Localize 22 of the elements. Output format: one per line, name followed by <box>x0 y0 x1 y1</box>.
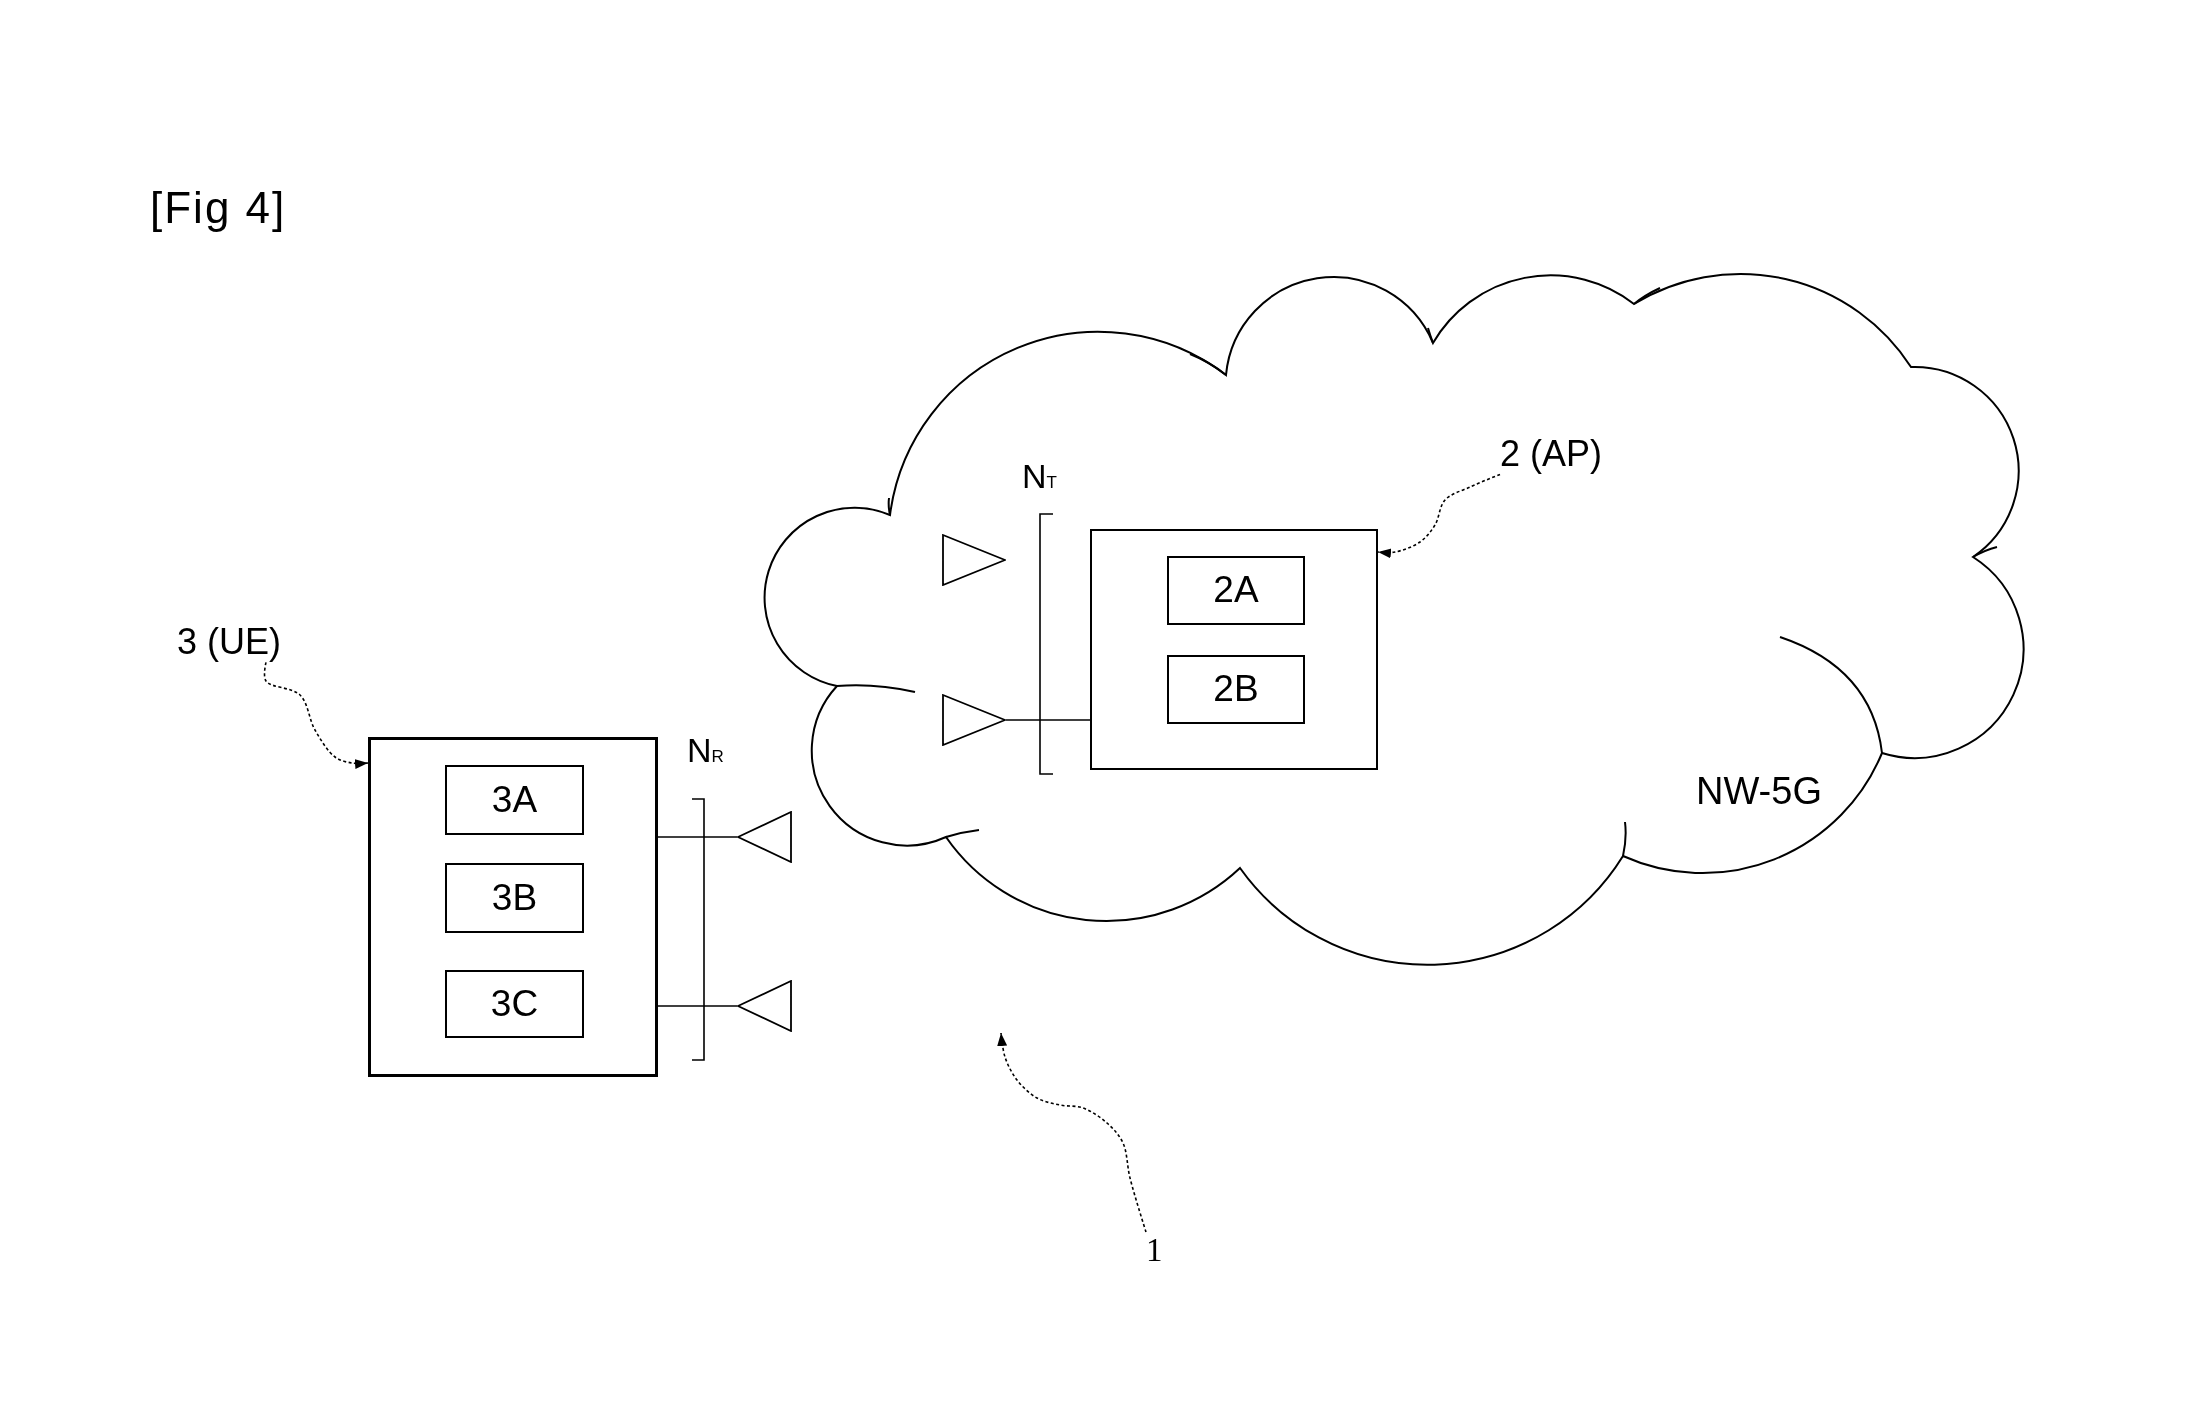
component-box: 3C <box>445 970 584 1038</box>
reference-label: 3 (UE) <box>177 621 281 663</box>
antenna-triangle <box>737 980 792 1032</box>
component-box: 3B <box>445 863 584 933</box>
device-box <box>1090 529 1378 770</box>
component-box: 2B <box>1167 655 1305 724</box>
network-label: NW-5G <box>1696 770 1822 814</box>
antenna-triangle <box>942 534 1006 586</box>
antenna-triangle <box>942 694 1006 746</box>
connector-line <box>657 836 738 838</box>
leader-arrow <box>263 661 369 770</box>
connector-line <box>1005 719 1091 721</box>
leader-arrow <box>1377 473 1501 559</box>
device-box <box>368 737 658 1077</box>
component-box: 2A <box>1167 556 1305 625</box>
leader-arrow <box>997 1032 1147 1233</box>
connector-line <box>657 1005 738 1007</box>
component-box: 3A <box>445 765 584 835</box>
reference-label: 2 (AP) <box>1500 433 1603 475</box>
antenna-triangle <box>737 811 792 863</box>
reference-numeral: 1 <box>1146 1232 1163 1270</box>
figure-title: [Fig 4] <box>150 183 287 234</box>
